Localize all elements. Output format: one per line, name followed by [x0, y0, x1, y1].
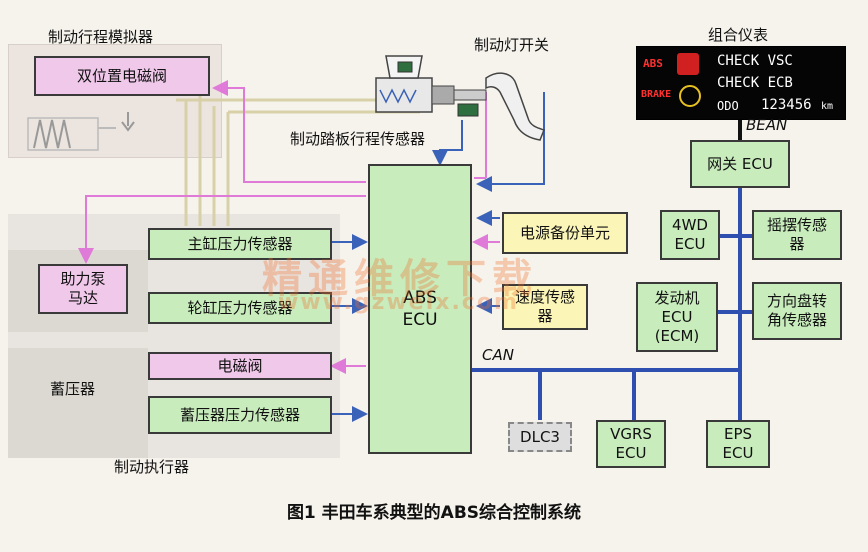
steering-angle-sensor-text-1: 方向盘转 [766, 292, 827, 310]
actuator-stripe-2 [8, 348, 148, 458]
accumulator-pressure-sensor-text: 蓄压器压力传感器 [179, 405, 300, 424]
vgrs-ecu-box: VGRS ECU [596, 420, 666, 468]
odo-unit: km [821, 101, 834, 112]
speed-sensor-text-1: 速度传感 [514, 288, 575, 306]
engine-ecu-text-2: ECU [661, 307, 693, 326]
pedal-sensor-label: 制动踏板行程传感器 [290, 130, 426, 148]
wheel-cylinder-pressure-sensor-box: 轮缸压力传感器 [148, 292, 332, 324]
accumulator-label: 蓄压器 [50, 380, 96, 398]
watermark-text: 精通维修下载 [262, 256, 538, 302]
master-cylinder [375, 77, 433, 113]
steering-angle-sensor-box: 方向盘转 角传感器 [752, 282, 842, 340]
dlc3-text: DLC3 [520, 427, 560, 446]
dual-position-solenoid-text: 双位置电磁阀 [76, 66, 167, 85]
power-backup-unit-box: 电源备份单元 [502, 212, 628, 254]
hydraulic-lines [176, 92, 420, 226]
actuator-label: 制动执行器 [114, 458, 190, 476]
abs-ecu-text-2: ECU [402, 310, 438, 330]
accumulator-pressure-sensor-box: 蓄压器压力传感器 [148, 396, 332, 434]
yaw-rate-sensor-text-1: 摇摆传感 [766, 216, 827, 234]
speed-sensor-text-2: 器 [537, 307, 553, 325]
eps-ecu-text-2: ECU [722, 444, 754, 462]
vgrs-ecu-text-2: ECU [615, 444, 647, 462]
brake-system-icon [679, 85, 701, 107]
master-cylinder-pressure-sensor-box: 主缸压力传感器 [148, 228, 332, 260]
abs-ecu-box: ABS ECU [368, 164, 472, 454]
engine-ecu-text-3: (ECM) [654, 326, 700, 345]
solenoid-valve-box: 电磁阀 [148, 352, 332, 380]
skid-warning-icon [677, 53, 699, 75]
4wd-ecu-box: 4WD ECU [660, 210, 720, 260]
4wd-ecu-text-2: ECU [674, 235, 706, 253]
can-bus [472, 188, 752, 420]
watermark-url: www.gzweix.com [278, 290, 519, 315]
simulator-title: 制动行程模拟器 [48, 28, 154, 46]
abs-ecu-text-1: ABS [403, 288, 437, 308]
odo-label: ODO [717, 99, 739, 113]
dlc3-box: DLC3 [508, 422, 572, 452]
dual-position-solenoid-box: 双位置电磁阀 [34, 56, 210, 96]
solenoid-valve-text: 电磁阀 [217, 356, 263, 375]
gateway-ecu-text: 网关 ECU [707, 154, 773, 173]
check-ecb-text: CHECK ECB [717, 75, 793, 91]
abs-warning-icon: ABS [643, 57, 663, 70]
can-label: CAN [482, 346, 514, 364]
gateway-ecu-box: 网关 ECU [690, 140, 790, 188]
brake-pedal [485, 72, 545, 141]
speed-sensor-box: 速度传感 器 [502, 284, 588, 330]
pump-motor-text-1: 助力泵 [60, 270, 106, 288]
pump-motor-box: 助力泵 马达 [38, 264, 128, 314]
engine-ecu-text-1: 发动机 [654, 288, 700, 307]
pump-motor-text-2: 马达 [67, 289, 98, 307]
odo-value: 123456 [761, 97, 812, 113]
eps-ecu-box: EPS ECU [706, 420, 770, 468]
master-cylinder-pressure-sensor-text: 主缸压力传感器 [187, 234, 293, 253]
engine-ecu-box: 发动机 ECU (ECM) [636, 282, 718, 352]
combination-meter-display: ABS BRAKE CHECK VSC CHECK ECB ODO 123456… [636, 46, 846, 120]
check-vsc-text: CHECK VSC [717, 53, 793, 69]
bean-label: BEAN [746, 116, 788, 134]
vgrs-ecu-text-1: VGRS [610, 425, 652, 443]
figure-caption: 图1 丰田车系典型的ABS综合控制系统 [286, 503, 582, 523]
4wd-ecu-text-1: 4WD [672, 216, 708, 234]
simulator-spring [33, 119, 71, 149]
eps-ecu-text-1: EPS [723, 425, 753, 443]
yaw-rate-sensor-box: 摇摆传感 器 [752, 210, 842, 260]
yaw-rate-sensor-text-2: 器 [789, 235, 805, 253]
wheel-cylinder-pressure-sensor-text: 轮缸压力传感器 [187, 298, 293, 317]
steering-angle-sensor-text-2: 角传感器 [766, 311, 827, 329]
power-backup-unit-text: 电源备份单元 [519, 223, 610, 242]
combination-meter-label: 组合仪表 [708, 26, 769, 44]
brake-warning-icon: BRAKE [641, 89, 672, 100]
brake-light-switch-label: 制动灯开关 [474, 36, 550, 54]
